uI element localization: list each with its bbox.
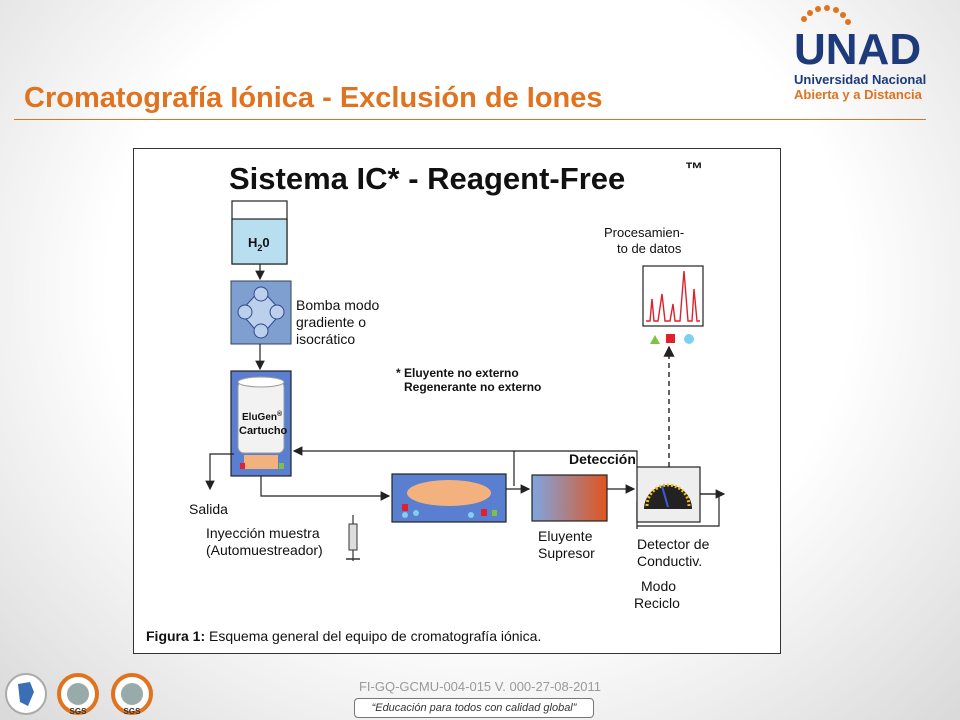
- footer-slogan: “Educación para todos con calidad global…: [354, 698, 594, 718]
- suppressor-label-2: Supresor: [538, 545, 595, 561]
- pump-label-3: isocrático: [296, 331, 355, 347]
- eluent-suppressor: [531, 474, 608, 522]
- pump-label-1: Bomba modo: [296, 297, 379, 313]
- syringe-icon: [346, 515, 360, 561]
- footer-document-code: FI-GQ-GCMU-004-015 V. 000-27-08-2011: [358, 679, 602, 694]
- detection-label: Detección: [569, 451, 636, 467]
- slide-title: Cromatografía Iónica - Exclusión de Ione…: [24, 82, 603, 114]
- marker-red-square: [666, 334, 675, 343]
- figure-ion-chromatography: Sistema IC* - Reagent-Free ™ H20 Bomba m…: [133, 148, 781, 654]
- suppressor-label-1: Eluyente: [538, 528, 593, 544]
- logo-wordmark: Universidad Nacional Abierta y a Distanc…: [794, 72, 926, 102]
- injection-label-1: Inyección muestra: [206, 525, 320, 541]
- logo-line-1: Universidad Nacional: [794, 72, 927, 87]
- gradient-pump: [230, 280, 292, 345]
- title-underline: [14, 119, 926, 120]
- processing-label-1: Procesamien-: [604, 225, 684, 240]
- colombia-seal-icon: [5, 673, 47, 715]
- figure-caption: Figura 1: Esquema general del equipo de …: [146, 628, 541, 644]
- water-label: H: [248, 235, 257, 250]
- marker-cyan-circle: [684, 334, 694, 344]
- sgs-label-1: SGS: [70, 707, 88, 716]
- salida-label: Salida: [189, 501, 228, 517]
- elugen-cartridge: [230, 370, 292, 477]
- note-line-2: Regenerante no externo: [404, 380, 541, 394]
- water-subscript: 2: [257, 243, 262, 253]
- sgs-seal-2-icon: SGS: [111, 673, 153, 716]
- chromatogram-screen: [642, 265, 704, 327]
- separation-column: [391, 473, 507, 523]
- unad-logo: UNAD: [794, 5, 921, 74]
- sgs-seal-1-icon: SGS: [57, 673, 99, 716]
- note-line-1: * Eluyente no externo: [396, 366, 519, 380]
- marker-green-triangle: [650, 335, 660, 344]
- conductivity-detector: [636, 466, 701, 523]
- detector-label-2: Conductiv.: [637, 553, 702, 569]
- injection-label-2: (Automuestreador): [206, 542, 323, 558]
- diagram-heading: Sistema IC* - Reagent-Free: [229, 161, 625, 196]
- detector-label-1: Detector de: [637, 536, 710, 552]
- logo-line-2: Abierta y a Distancia: [794, 87, 922, 102]
- sgs-label-2: SGS: [124, 707, 142, 716]
- trademark-symbol: ™: [685, 159, 703, 179]
- system-diagram: Sistema IC* - Reagent-Free ™ H20 Bomba m…: [146, 159, 726, 644]
- processing-label-2: to de datos: [617, 241, 682, 256]
- logo-dots: [801, 5, 851, 25]
- recycle-label-2: Reciclo: [634, 595, 680, 611]
- svg-text:H20: H20: [248, 235, 270, 253]
- water-label-tail: 0: [262, 235, 269, 250]
- logo-letters: UNAD: [794, 25, 921, 74]
- pump-label-2: gradiente o: [296, 314, 366, 330]
- water-reservoir: H20: [231, 200, 288, 265]
- recycle-label-1: Modo: [641, 578, 676, 594]
- elugen-label-2: Cartucho: [239, 425, 288, 437]
- elugen-label: EluGen®: [242, 410, 283, 423]
